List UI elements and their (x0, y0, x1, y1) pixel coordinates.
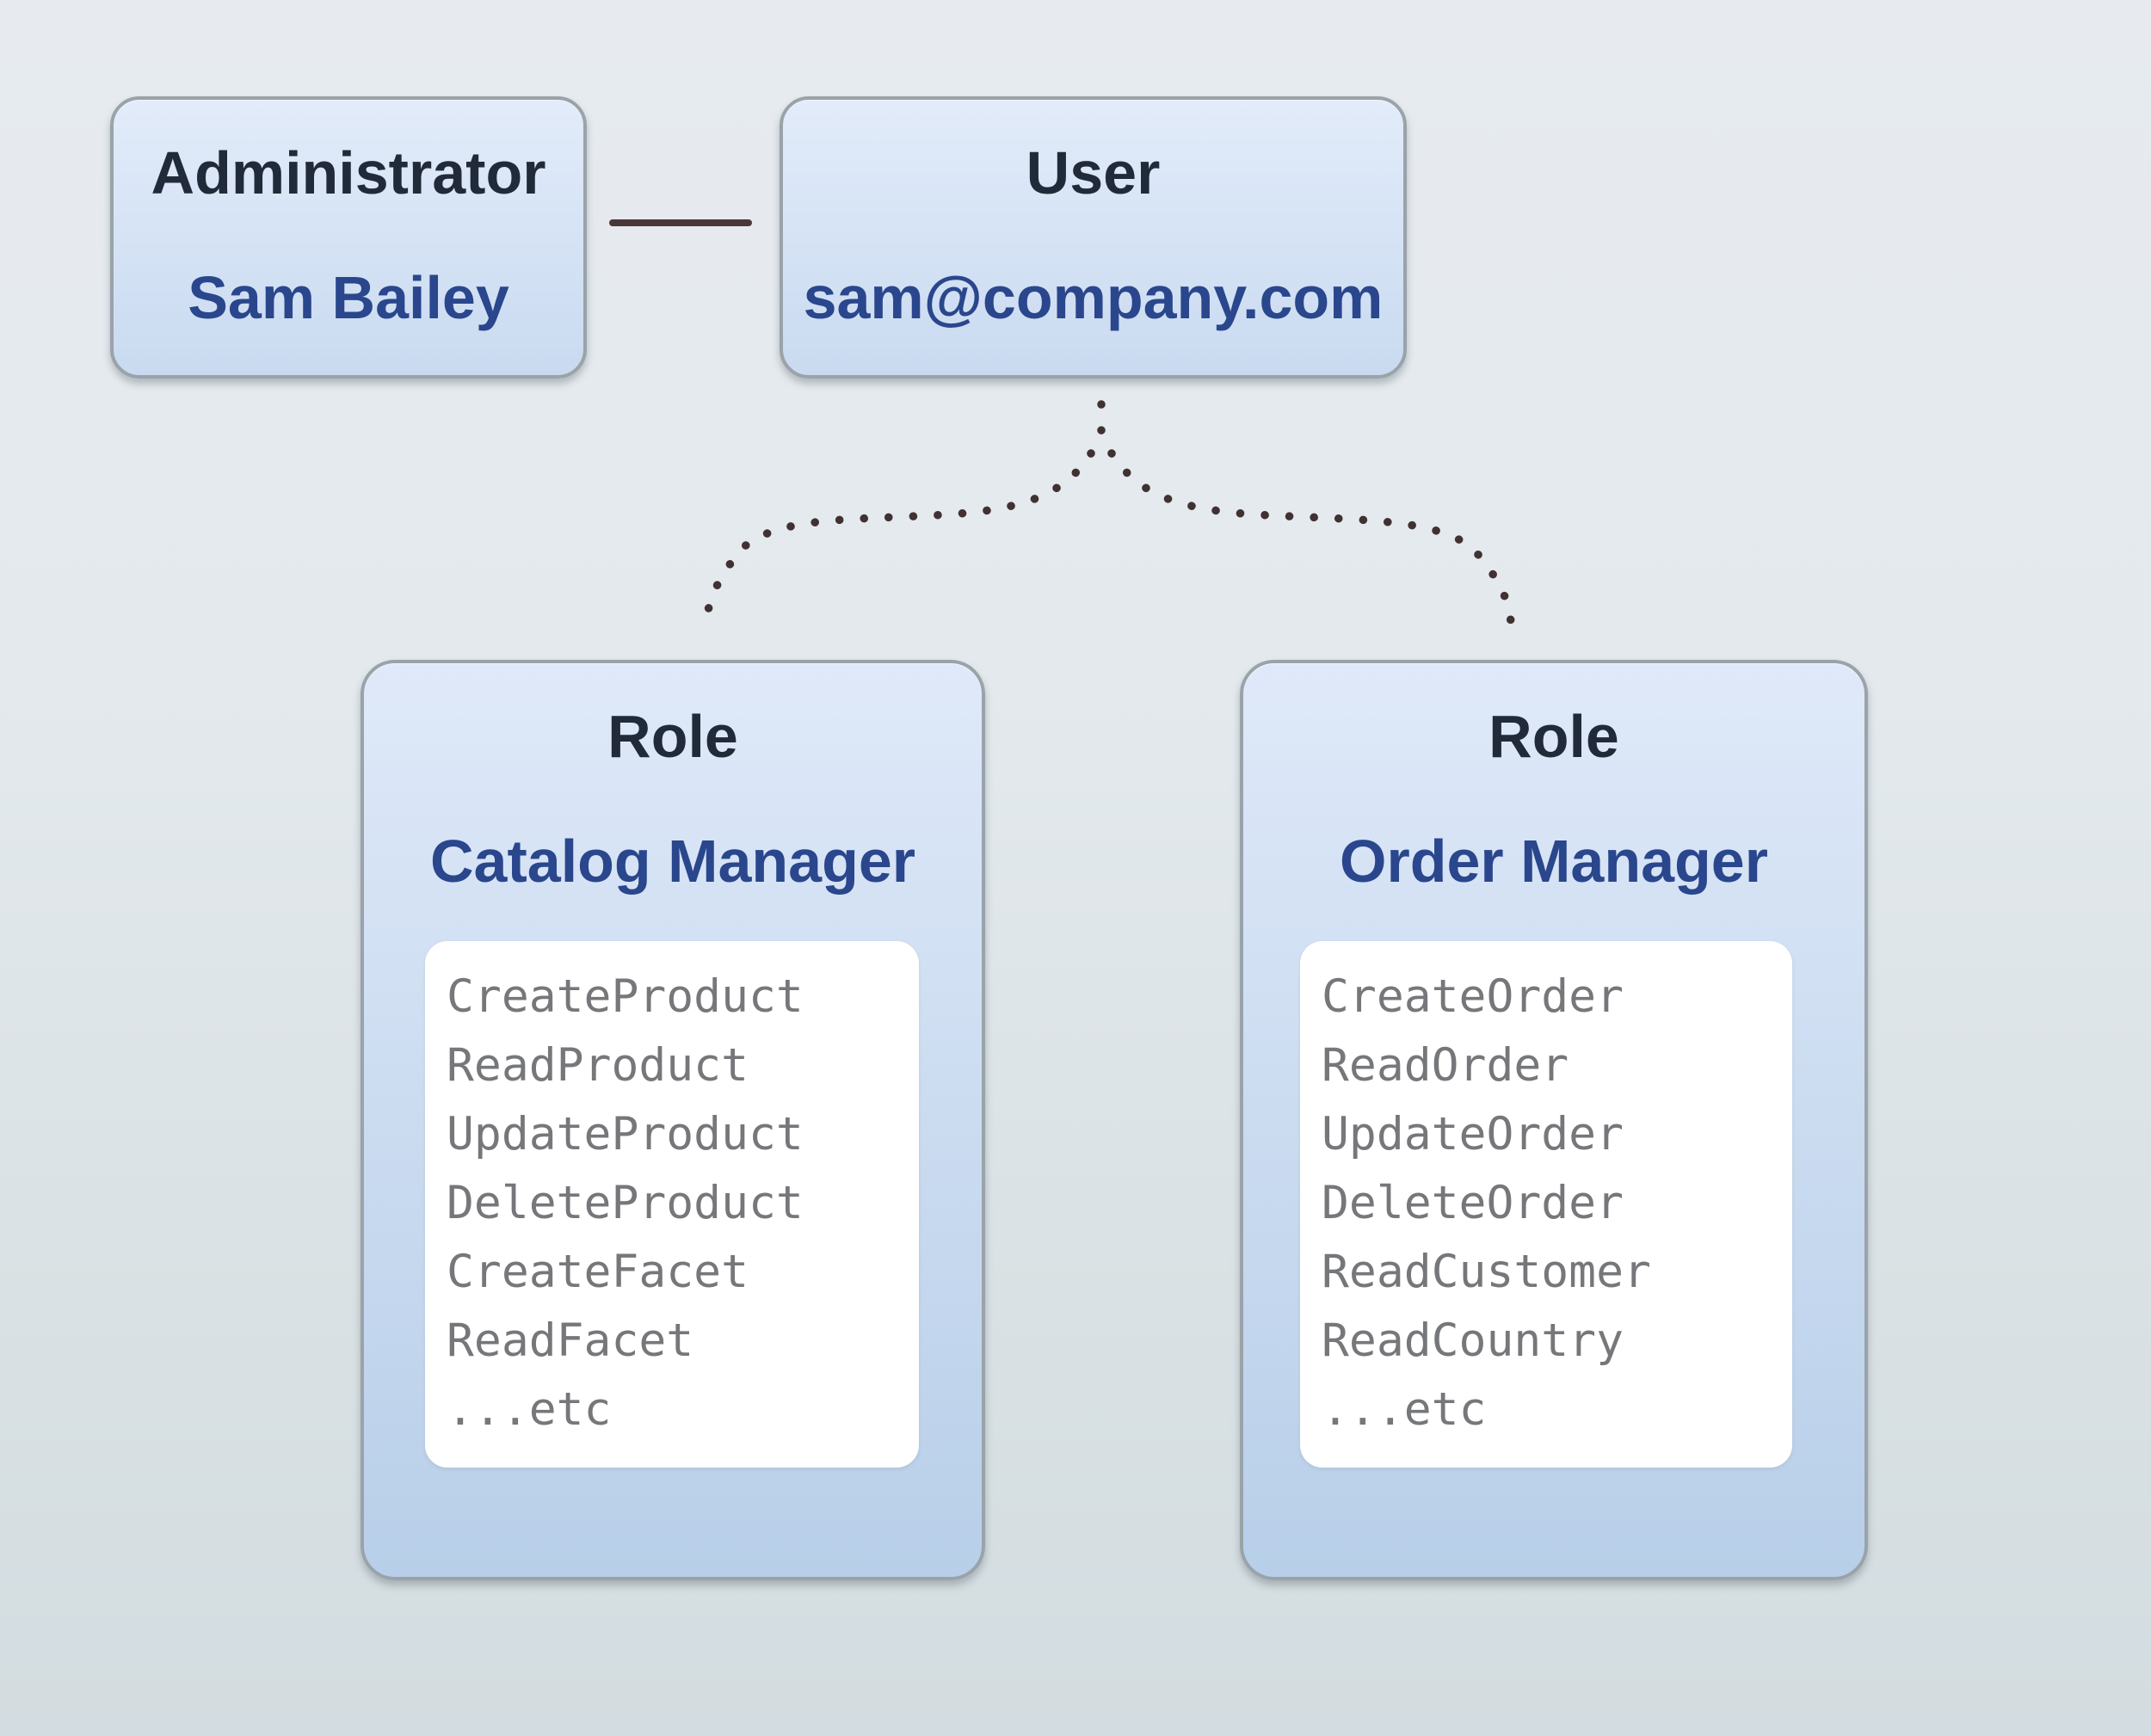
user-node-title: User (1026, 139, 1161, 206)
permission-item: ...etc (1322, 1383, 1487, 1436)
user-catalog-role-dotted-connector (702, 449, 1095, 627)
permission-item: UpdateOrder (1322, 1108, 1624, 1160)
order-role-node-title: Role (1488, 703, 1619, 770)
permission-item: ReadCountry (1322, 1314, 1624, 1367)
permission-item: DeleteProduct (447, 1177, 804, 1229)
administrator-node-title: Administrator (151, 139, 546, 206)
permission-item: ReadProduct (447, 1039, 749, 1092)
permission-item: DeleteOrder (1322, 1177, 1624, 1229)
permission-item: ReadFacet (447, 1314, 694, 1367)
permission-item: CreateOrder (1322, 970, 1624, 1023)
permission-item: UpdateProduct (447, 1108, 804, 1160)
administrator-node: Administrator Sam Bailey (110, 96, 587, 379)
permission-item: CreateFacet (447, 1246, 749, 1298)
user-order-role-dotted-connector (1107, 449, 1515, 627)
order-role-node-name: Order Manager (1340, 828, 1768, 895)
administrator-node-name: Sam Bailey (188, 264, 509, 331)
permission-item: CreateProduct (447, 970, 804, 1023)
permission-item: ...etc (447, 1383, 612, 1436)
catalog-role-node-name: Catalog Manager (430, 828, 915, 895)
permission-item: ReadOrder (1322, 1039, 1569, 1092)
catalog-role-node-title: Role (607, 703, 738, 770)
permission-item: ReadCustomer (1322, 1246, 1651, 1298)
user-node-email: sam@company.com (803, 264, 1384, 331)
user-node: User sam@company.com (780, 96, 1407, 379)
